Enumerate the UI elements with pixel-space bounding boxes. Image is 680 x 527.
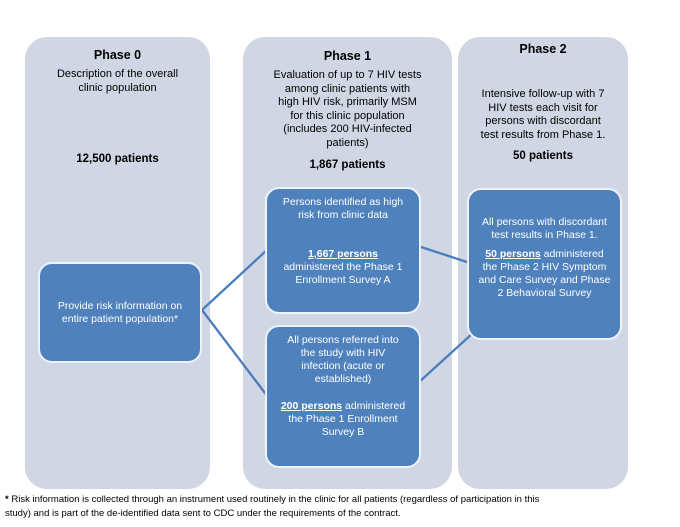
survey-b-top-line: All persons referred into [287, 334, 399, 346]
phase1-title: Phase 1 [323, 49, 372, 63]
footnote-asterisk: * [5, 494, 12, 505]
phase0-box-line: entire patient population* [61, 312, 179, 325]
phase2-box-top-line: test results in Phase 1. [491, 229, 598, 241]
spacer [267, 222, 419, 248]
phase2-box-top-line: All persons with discordant [482, 216, 607, 228]
phase2-box-count: 50 persons [485, 248, 541, 260]
phase1-desc-line: high HIV risk, primarily MSM [278, 96, 417, 108]
phase2-desc-line: Intensive follow-up with 7 [481, 88, 605, 100]
survey-b-top-line: infection (acute or [301, 360, 385, 372]
phase2-desc-line: HIV tests each visit for [488, 101, 598, 114]
phase2-desc-line: persons with discordant [485, 115, 601, 127]
phase0-desc-line: Description of the overall [56, 68, 179, 80]
phase2-patient-count: 50 patients [512, 150, 574, 162]
spacer [267, 386, 419, 400]
phase0-patient-count: 12,500 patients [76, 153, 159, 165]
survey-b-count: 200 persons [280, 400, 343, 412]
survey-a-rest-line: administered the Phase 1 [283, 261, 403, 273]
footnote-text: Risk information is collected through an… [11, 494, 540, 505]
phase1-desc-line: Evaluation of up to 7 HIV tests [273, 69, 422, 81]
phase1-desc-line: for this clinic population [290, 109, 405, 122]
footnote-line: * Risk information is collected through … [5, 493, 675, 507]
phase2-description: Intensive follow-up with 7 HIV tests eac… [458, 88, 628, 142]
survey-a-top-line: risk from clinic data [298, 209, 388, 221]
footnote-line: study) and is part of the de-identified … [5, 508, 401, 519]
phase2-box-rest-line: 2 Behavioral Survey [497, 287, 592, 299]
survey-b-count-line: 200 persons administered [267, 400, 419, 413]
survey-b-rest-inline: administered [342, 400, 406, 412]
phase2-survey-box: All persons with discordant test results… [467, 188, 622, 340]
phase2-box-rest-inline: administered [540, 248, 604, 260]
survey-a-rest-line: Enrollment Survey A [295, 274, 391, 286]
survey-b-box: All persons referred into the study with… [265, 325, 421, 468]
survey-b-top-line: established) [314, 373, 372, 385]
phase1-desc-line: (includes 200 HIV-infected [283, 123, 412, 135]
phase1-desc-line: patients) [326, 136, 369, 149]
phase1-patient-count: 1,867 patients [309, 159, 386, 171]
phase2-box-rest-line: and Care Survey and Phase [478, 274, 611, 286]
phase0-title: Phase 0 [93, 48, 142, 62]
phase0-risk-info-box: Provide risk information on entire patie… [38, 262, 202, 363]
phase0-description: Description of the overall clinic popula… [25, 68, 210, 95]
survey-b-rest-line: the Phase 1 Enrollment [288, 413, 398, 425]
phase0-desc-line: clinic population [78, 81, 157, 94]
phase2-box-rest-line: the Phase 2 HIV Symptom [482, 261, 607, 273]
footnote: * Risk information is collected through … [5, 493, 675, 521]
survey-b-top-line: the study with HIV [300, 347, 386, 359]
survey-b-rest-line: Survey B [321, 426, 365, 438]
survey-a-count: 1,667 persons [307, 248, 379, 260]
phase0-box-line: Provide risk information on [57, 299, 183, 312]
phase1-desc-line: among clinic patients with [284, 82, 411, 95]
phase1-description: Evaluation of up to 7 HIV tests among cl… [243, 69, 452, 150]
phase2-box-count-line: 50 persons administered [469, 248, 620, 261]
phase2-title: Phase 2 [519, 42, 567, 56]
survey-a-box: Persons identified as high risk from cli… [265, 187, 421, 314]
phase2-desc-line: test results from Phase 1. [480, 128, 606, 141]
survey-a-top-line: Persons identified as high [282, 196, 404, 208]
